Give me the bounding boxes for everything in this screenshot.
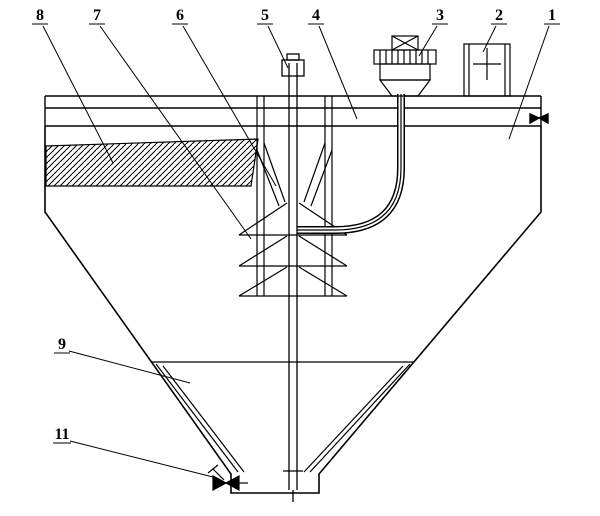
tank-body xyxy=(44,126,542,494)
launder-hatch-area xyxy=(45,138,259,187)
inner-cone-left-inner xyxy=(162,365,245,473)
inner-cone xyxy=(152,361,414,473)
nozzle-bowtie-right xyxy=(537,112,549,125)
shaft-top-cap xyxy=(286,53,300,61)
ref-label-7: 7 xyxy=(93,7,101,24)
drive-unit xyxy=(373,35,437,97)
top-deck xyxy=(44,95,542,127)
overflow-launder xyxy=(45,138,259,187)
leader-line-11 xyxy=(69,440,218,479)
ref-label-6: 6 xyxy=(176,7,184,24)
ref-label-5: 5 xyxy=(261,7,269,24)
leader-line-7 xyxy=(99,25,252,240)
cone-tier2-right xyxy=(298,235,348,267)
ref-label-1: 1 xyxy=(548,7,556,24)
leader-line-8 xyxy=(42,25,114,164)
valve-handle-tick xyxy=(207,464,219,474)
central-shaft xyxy=(281,53,305,502)
cone-tier2-left xyxy=(238,235,288,267)
drive-base-trapezoid xyxy=(378,79,432,97)
reference-labels: 8 7 6 5 4 3 2 1 9 11 xyxy=(32,7,560,479)
feedwell-funnel-line xyxy=(303,142,326,203)
leader-line-6 xyxy=(182,25,277,187)
cone-tier3-right xyxy=(298,266,348,297)
ref-label-2: 2 xyxy=(495,7,503,24)
inner-cone-left-outer xyxy=(155,363,239,473)
tank-outline xyxy=(44,126,542,494)
feed-pipe xyxy=(297,94,405,234)
cone-tier3-left xyxy=(238,266,288,297)
leader-line-2 xyxy=(482,25,497,53)
feedwell-funnel-line xyxy=(263,142,286,203)
leader-line-4 xyxy=(318,25,358,120)
ref-label-9: 9 xyxy=(58,336,66,353)
drawing-layer: 8 7 6 5 4 3 2 1 9 11 xyxy=(32,7,560,502)
overflow-nozzle xyxy=(529,112,549,125)
ref-label-4: 4 xyxy=(312,7,320,24)
discharge-valve xyxy=(207,464,248,492)
valve-bowtie-left xyxy=(212,474,228,492)
inner-cone-right-inner xyxy=(303,365,404,473)
feed-pipe-centerline xyxy=(297,94,402,231)
ref-label-3: 3 xyxy=(436,7,444,24)
feedwell-funnel-line xyxy=(310,149,333,207)
leader-line-1 xyxy=(508,25,550,140)
valve-handle xyxy=(212,468,225,481)
cone-tier1-left xyxy=(238,202,288,236)
drive-cross-brace xyxy=(391,35,419,51)
ref-label-11: 11 xyxy=(54,426,69,443)
inner-cone-right-outer xyxy=(309,363,411,473)
ref-label-8: 8 xyxy=(36,7,44,24)
leader-line-3 xyxy=(418,25,438,57)
leader-line-9 xyxy=(68,350,191,384)
leader-line-5 xyxy=(267,25,289,69)
nozzle-bowtie-left xyxy=(529,112,541,125)
